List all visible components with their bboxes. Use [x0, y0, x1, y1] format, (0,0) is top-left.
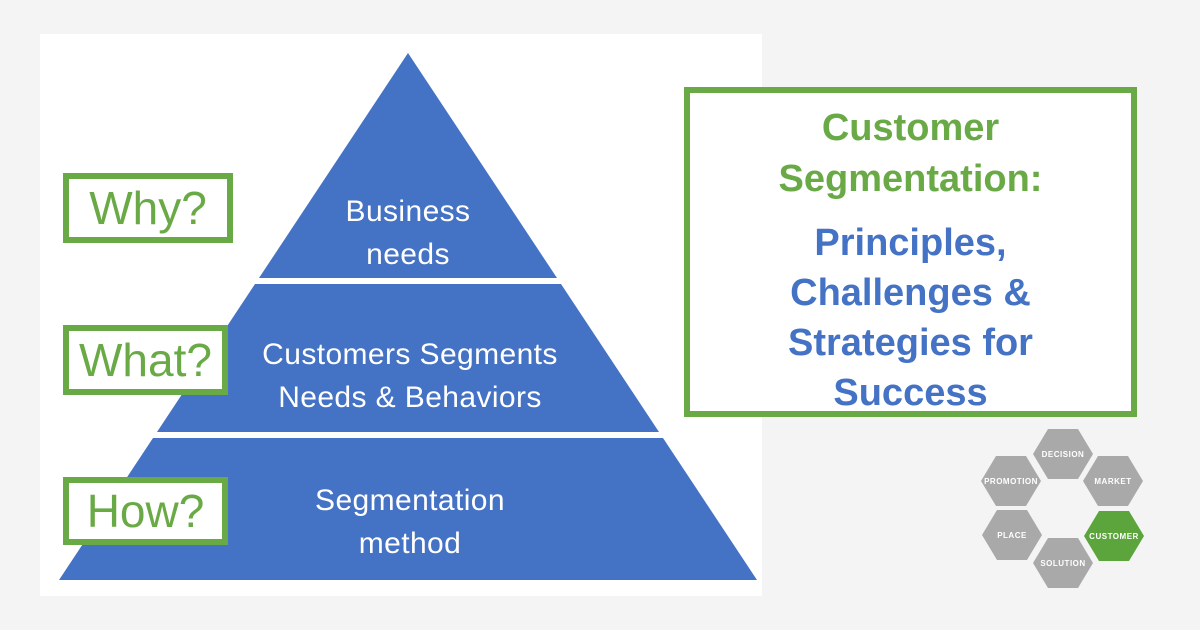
pyramid-tier-bottom	[59, 438, 757, 580]
title-subtitle-line2: Challenges &	[790, 272, 1031, 314]
hexagon-market-label: MARKET	[1094, 476, 1132, 486]
title-heading: Customer Segmentation:	[779, 103, 1043, 205]
title-subtitle: Principles, Challenges & Strategies for …	[788, 218, 1033, 418]
title-card: Customer Segmentation: Principles, Chall…	[684, 87, 1137, 417]
what-question-label: What?	[79, 334, 212, 386]
hexagon-decision: DECISION	[1033, 429, 1093, 479]
title-subtitle-line3: Strategies for	[788, 322, 1033, 364]
title-subtitle-line1: Principles,	[814, 222, 1007, 264]
hexagon-solution-label: SOLUTION	[1040, 558, 1086, 568]
hexagon-customer: CUSTOMER	[1084, 511, 1144, 561]
tier-bottom-label: Segmentation method	[258, 479, 562, 565]
tier-middle-line2: Needs & Behaviors	[278, 381, 542, 414]
hexagon-promotion: PROMOTION	[981, 456, 1041, 506]
tier-top-label: Business needs	[283, 190, 533, 276]
tier-middle-label: Customers Segments Needs & Behaviors	[208, 333, 612, 419]
tier-top-line2: needs	[366, 238, 450, 271]
title-heading-line2: Segmentation:	[778, 158, 1043, 200]
hexagon-place-label: PLACE	[997, 530, 1027, 540]
pyramid-diagram	[59, 53, 757, 580]
tier-top-line1: Business	[345, 195, 471, 228]
tier-bottom-line1: Segmentation	[315, 484, 505, 517]
what-question-box: What?	[63, 325, 228, 395]
hexagon-solution: SOLUTION	[1033, 538, 1093, 588]
hexagon-customer-label: CUSTOMER	[1089, 531, 1139, 541]
pyramid-tier-top	[259, 53, 557, 278]
how-question-box: How?	[63, 477, 228, 545]
tier-middle-line1: Customers Segments	[262, 338, 558, 371]
title-heading-line1: Customer	[821, 107, 1000, 149]
why-question-label: Why?	[89, 182, 207, 234]
tier-bottom-line2: method	[358, 527, 462, 560]
hexagon-place: PLACE	[982, 510, 1042, 560]
pyramid-tier-middle	[157, 284, 659, 432]
hexagon-decision-label: DECISION	[1041, 449, 1085, 459]
hexagon-promotion-label: PROMOTION	[984, 476, 1038, 486]
hexagon-market: MARKET	[1083, 456, 1143, 506]
why-question-box: Why?	[63, 173, 233, 243]
title-subtitle-line4: Success	[833, 372, 988, 414]
how-question-label: How?	[86, 485, 205, 537]
